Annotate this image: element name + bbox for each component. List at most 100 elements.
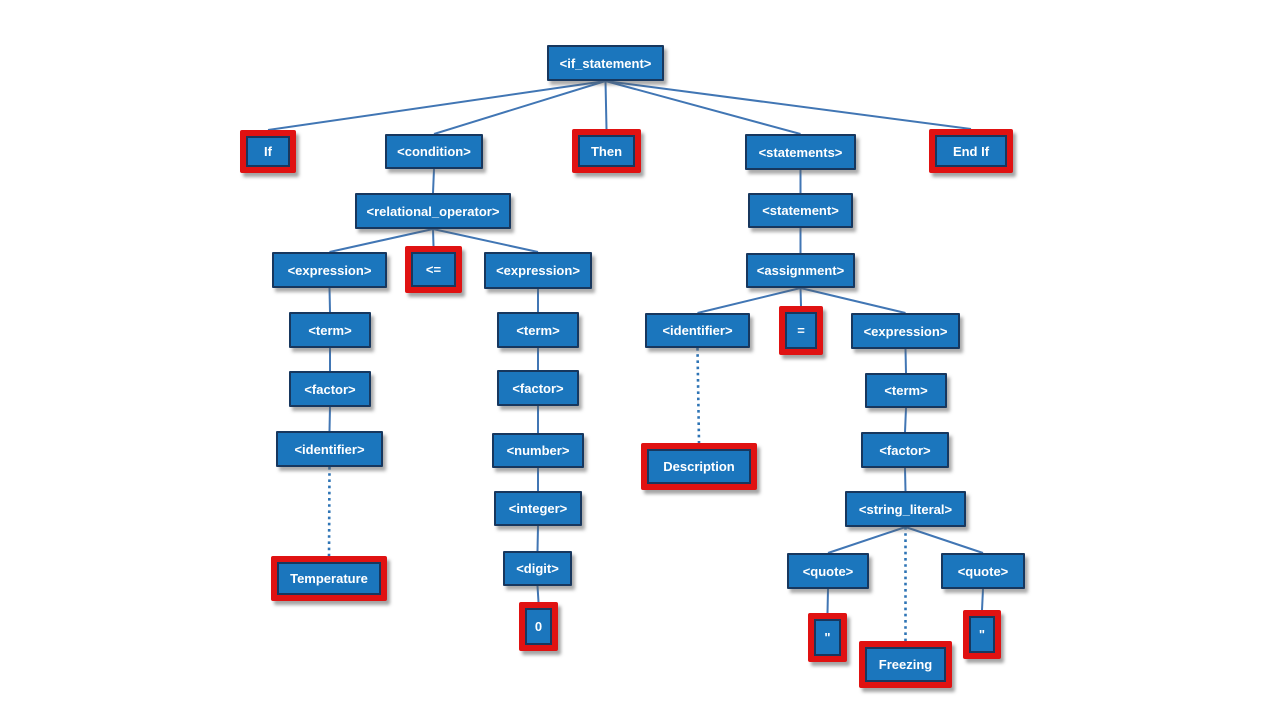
edge-identifier-r-to-terminal-description	[696, 347, 701, 444]
node-label: <term>	[884, 383, 928, 398]
node-label: <expression>	[496, 263, 580, 278]
node-label: <relational_operator>	[366, 203, 500, 219]
edge-digit-to-terminal-zero	[536, 585, 540, 603]
node-term-l: <term>	[289, 312, 371, 348]
node-identifier-l: <identifier>	[276, 431, 383, 467]
edge-if-statement-to-terminal-if	[267, 80, 606, 131]
terminal-inner-box: If	[246, 136, 290, 167]
node-label: <quote>	[957, 563, 1009, 579]
node-label: <quote>	[802, 563, 854, 579]
node-terminal-eq: =	[779, 306, 823, 355]
edge-identifier-l-to-terminal-temperature	[327, 466, 331, 557]
node-label: <integer>	[508, 501, 568, 516]
terminal-inner-box: Freezing	[865, 647, 946, 682]
node-expression-l: <expression>	[272, 252, 387, 288]
edge-if-statement-to-condition	[433, 80, 606, 135]
edge-condition-to-relational-operator	[432, 168, 435, 194]
node-digit: <digit>	[503, 551, 572, 586]
node-label: =	[797, 323, 805, 338]
node-factor-m: <factor>	[497, 370, 579, 406]
node-label: <factor>	[879, 442, 931, 458]
node-label: <condition>	[397, 144, 471, 159]
node-label: "	[824, 630, 831, 645]
node-relational-operator: <relational_operator>	[355, 193, 511, 229]
edge-quote-r-to-terminal-quote-r	[981, 588, 984, 611]
node-factor-l: <factor>	[289, 371, 371, 407]
terminal-inner-box: =	[785, 312, 817, 349]
terminal-inner-box: <=	[411, 252, 456, 287]
node-assignment: <assignment>	[746, 253, 855, 288]
node-label: <term>	[516, 322, 560, 338]
edge-factor-r-to-string-literal	[904, 467, 907, 492]
node-label: "	[978, 627, 986, 642]
node-statements: <statements>	[745, 134, 856, 170]
node-statement: <statement>	[748, 193, 853, 228]
node-label: <assignment>	[756, 263, 845, 278]
node-label: <=	[425, 262, 442, 277]
terminal-inner-box: Temperature	[277, 562, 381, 595]
node-label: <identifier>	[662, 323, 733, 338]
edge-expression-l-to-term-l	[328, 287, 331, 313]
node-label: Description	[663, 459, 735, 474]
terminal-inner-box: End If	[935, 135, 1007, 167]
node-label: <factor>	[512, 380, 564, 396]
node-expression-r: <expression>	[851, 313, 960, 349]
node-label: If	[264, 144, 272, 159]
terminal-inner-box: Then	[578, 135, 635, 167]
node-label: <term>	[308, 322, 352, 338]
node-terminal-temperature: Temperature	[271, 556, 387, 601]
node-terminal-quote-r: "	[963, 610, 1001, 659]
edge-relational-operator-to-expression-l	[329, 228, 434, 253]
node-label: <digit>	[516, 561, 559, 576]
node-label: <expression>	[287, 262, 372, 278]
node-label: <statement>	[762, 203, 839, 218]
node-quote-r: <quote>	[941, 553, 1025, 589]
node-condition: <condition>	[385, 134, 483, 169]
edge-relational-operator-to-terminal-le	[432, 228, 435, 247]
node-terminal-then: Then	[572, 129, 641, 173]
edge-term-r-to-factor-r	[904, 407, 907, 433]
node-string-literal: <string_literal>	[845, 491, 966, 527]
node-expression-m: <expression>	[484, 252, 592, 289]
node-label: <statements>	[758, 144, 843, 160]
node-number: <number>	[492, 433, 584, 468]
edge-if-statement-to-terminal-then	[604, 80, 608, 130]
node-integer: <integer>	[494, 491, 582, 526]
node-label: <string_literal>	[858, 501, 953, 517]
terminal-inner-box: 0	[525, 608, 552, 645]
node-terminal-quote-l: "	[808, 613, 847, 662]
edge-expression-r-to-term-r	[904, 348, 907, 374]
edge-assignment-to-identifier-r	[697, 287, 801, 314]
node-term-r: <term>	[865, 373, 947, 408]
node-label: <identifier>	[294, 441, 365, 457]
node-term-m: <term>	[497, 312, 579, 348]
edge-factor-l-to-identifier-l	[328, 406, 331, 432]
edge-relational-operator-to-expression-m	[432, 228, 539, 253]
edge-assignment-to-terminal-eq	[799, 287, 802, 307]
node-terminal-freezing: Freezing	[859, 641, 952, 688]
edge-assignment-to-expression-r	[800, 287, 906, 314]
node-if-statement: <if_statement>	[547, 45, 664, 81]
node-label: <factor>	[304, 381, 356, 397]
node-terminal-le: <=	[405, 246, 462, 293]
node-identifier-r: <identifier>	[645, 313, 750, 348]
node-label: 0	[534, 619, 543, 634]
edge-quote-l-to-terminal-quote-l	[826, 588, 829, 614]
edge-if-statement-to-statements	[605, 80, 801, 135]
terminal-inner-box: "	[969, 616, 995, 653]
terminal-inner-box: Description	[647, 449, 751, 484]
edge-string-literal-to-quote-l	[827, 526, 906, 554]
node-label: Freezing	[878, 657, 933, 672]
node-label: <expression>	[863, 323, 948, 339]
edge-integer-to-digit	[536, 525, 539, 552]
node-terminal-end-if: End If	[929, 129, 1013, 173]
terminal-inner-box: "	[814, 619, 841, 656]
edge-if-statement-to-terminal-end-if	[605, 80, 972, 130]
node-factor-r: <factor>	[861, 432, 949, 468]
node-label: Then	[590, 143, 623, 159]
node-terminal-description: Description	[641, 443, 757, 490]
node-quote-l: <quote>	[787, 553, 869, 589]
node-terminal-zero: 0	[519, 602, 558, 651]
